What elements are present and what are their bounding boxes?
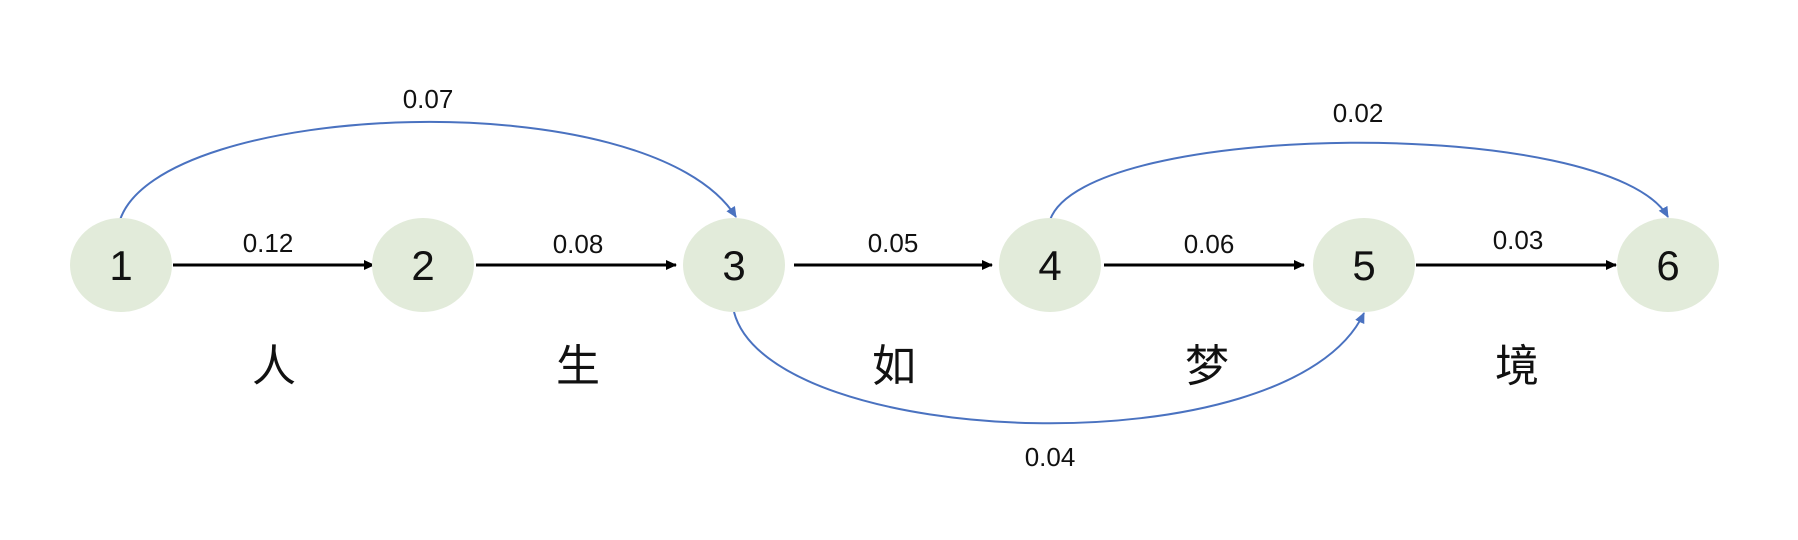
node-circle bbox=[70, 218, 172, 312]
nodes: 1 2 3 4 5 6 bbox=[70, 218, 1719, 312]
node-label: 1 bbox=[109, 242, 132, 289]
node-label: 4 bbox=[1038, 242, 1061, 289]
weight-label-1-2: 0.12 bbox=[243, 228, 294, 258]
node-1: 1 bbox=[70, 218, 172, 312]
node-circle bbox=[683, 218, 785, 312]
weight-label-2-3: 0.08 bbox=[553, 229, 604, 259]
node-label: 3 bbox=[722, 242, 745, 289]
node-label: 5 bbox=[1352, 242, 1375, 289]
char-label: 境 bbox=[1495, 341, 1539, 392]
node-label: 6 bbox=[1656, 242, 1679, 289]
node-circle bbox=[1617, 218, 1719, 312]
char-label: 人 bbox=[252, 341, 296, 392]
weight-label-5-6: 0.03 bbox=[1493, 225, 1544, 255]
node-4: 4 bbox=[999, 218, 1101, 312]
edge-weights: 0.12 0.08 0.05 0.06 0.03 0.07 0.02 0.04 bbox=[243, 84, 1544, 472]
node-5: 5 bbox=[1313, 218, 1415, 312]
node-circle bbox=[999, 218, 1101, 312]
weight-label-3-4: 0.05 bbox=[868, 228, 919, 258]
char-label: 如 bbox=[872, 341, 916, 392]
node-6: 6 bbox=[1617, 218, 1719, 312]
node-3: 3 bbox=[683, 218, 785, 312]
node-circle bbox=[1313, 218, 1415, 312]
weight-label-1-3: 0.07 bbox=[403, 84, 454, 114]
arc-edges bbox=[119, 121, 1669, 425]
character-labels: 人 生 如 梦 境 bbox=[252, 341, 1539, 392]
char-label: 梦 bbox=[1185, 341, 1229, 392]
weight-label-3-5: 0.04 bbox=[1025, 442, 1076, 472]
edge-arc-4-6 bbox=[1049, 141, 1669, 221]
edge-arc-3-5 bbox=[733, 311, 1365, 425]
node-circle bbox=[372, 218, 474, 312]
node-2: 2 bbox=[372, 218, 474, 312]
weight-label-4-6: 0.02 bbox=[1333, 98, 1384, 128]
char-label: 生 bbox=[556, 341, 600, 392]
edge-arc-1-3 bbox=[119, 121, 737, 221]
node-label: 2 bbox=[411, 242, 434, 289]
weight-label-4-5: 0.06 bbox=[1184, 229, 1235, 259]
